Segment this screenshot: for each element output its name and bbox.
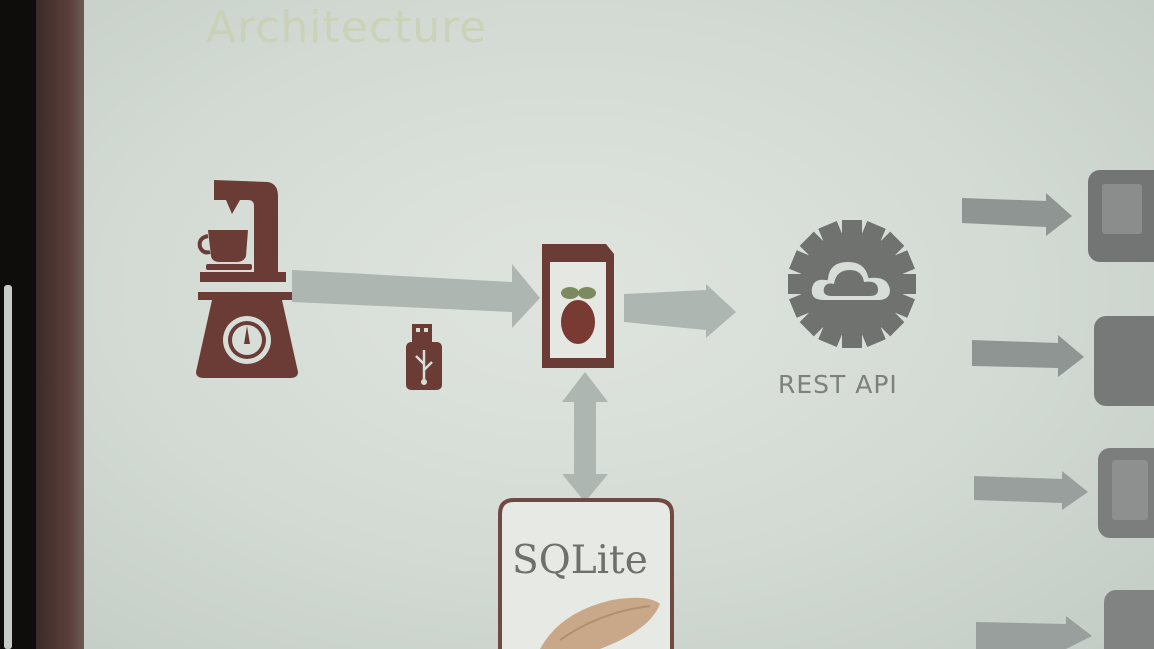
arrow-api-to-target-4 — [976, 616, 1092, 649]
raspberry-pi-icon — [542, 244, 614, 368]
app-icon-2 — [1094, 316, 1154, 406]
app-icon-1 — [1088, 170, 1154, 262]
slide-title: Architecture — [206, 2, 488, 53]
arrow-pi-to-sqlite — [562, 372, 608, 502]
app-icon-4 — [1104, 590, 1154, 649]
sqlite-label: SQLite — [512, 538, 648, 583]
app-icon-3 — [1098, 448, 1154, 538]
screen-bezel — [36, 0, 84, 649]
arrow-scale-to-pi — [292, 264, 540, 328]
arrow-api-to-target-1 — [962, 193, 1072, 236]
arrow-pi-to-api — [624, 284, 736, 338]
arrow-api-to-target-2 — [972, 335, 1084, 377]
sqlite-feather-icon — [498, 498, 674, 649]
gear-cloud-icon — [788, 220, 916, 348]
rest-api-label: REST API — [778, 370, 898, 399]
arrow-api-to-target-3 — [974, 471, 1088, 510]
cable — [4, 285, 12, 649]
coffee-scale-icon — [196, 180, 298, 378]
usb-stick-icon — [406, 324, 442, 390]
